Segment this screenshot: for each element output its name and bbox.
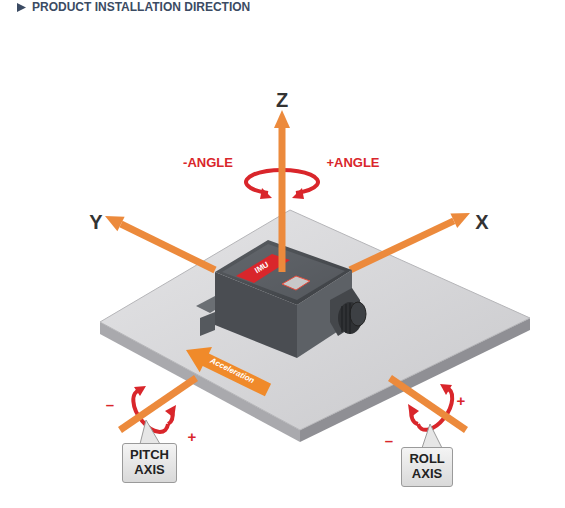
axis-callout: PITCH AXIS xyxy=(122,443,177,483)
callout-text: PITCH AXIS xyxy=(130,448,169,478)
roll-axis-rod xyxy=(390,378,466,430)
axis-name: Y xyxy=(89,212,102,232)
device-label: IMU xyxy=(254,261,271,275)
rotation-sign: -ANGLE xyxy=(183,156,233,169)
page-title: PRODUCT INSTALLATION DIRECTION xyxy=(32,0,250,14)
z-axis-arrow xyxy=(246,110,318,272)
axis-name: X xyxy=(475,212,488,232)
header-triangle xyxy=(17,3,26,12)
pitch-axis-rod xyxy=(120,378,196,432)
rotation-sign: + xyxy=(188,429,197,444)
x-axis-arrow xyxy=(350,213,470,270)
axis-name: Z xyxy=(276,90,288,110)
callout-pointer xyxy=(422,424,442,448)
rotation-sign: + xyxy=(457,393,466,408)
rotation-sign: – xyxy=(385,433,393,448)
callout-text: ROLL AXIS xyxy=(409,452,444,482)
arrow-label: Acceleration xyxy=(209,357,256,385)
mounting-plate xyxy=(100,210,530,442)
y-axis-arrow xyxy=(105,216,215,270)
callout-pointer xyxy=(140,420,160,444)
axis-callout: ROLL AXIS xyxy=(401,447,453,487)
acceleration-arrow xyxy=(186,347,271,396)
rotation-sign: +ANGLE xyxy=(326,156,379,169)
rotation-sign: – xyxy=(106,397,114,412)
